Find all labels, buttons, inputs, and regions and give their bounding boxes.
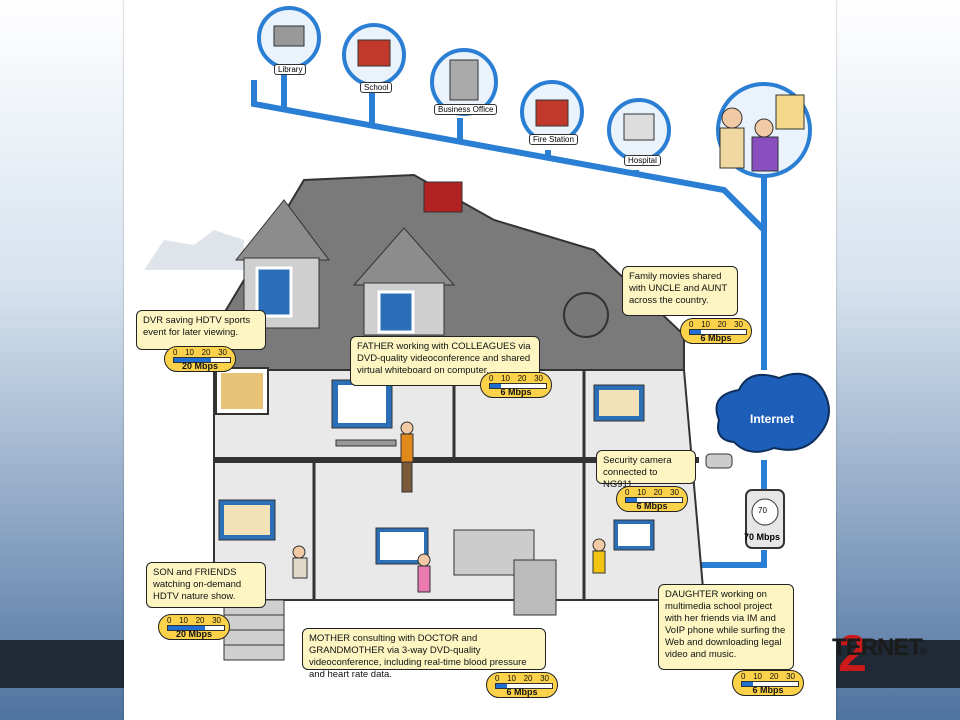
hospital-icon: [623, 113, 655, 141]
gauge-fill: [174, 358, 212, 362]
office-icon: [449, 59, 479, 101]
internet-label: Internet: [750, 412, 795, 426]
internet2-logo: 2 TERNET®: [830, 625, 927, 683]
fire-station-icon: [535, 99, 569, 127]
uncle-aunt-icon: [719, 94, 805, 172]
callout-mother: MOTHER consulting with DOCTOR and GRANDM…: [302, 628, 546, 680]
gauge-fill: [168, 626, 206, 630]
place-label-school: School: [360, 82, 393, 93]
meter-reading: 70: [758, 506, 767, 515]
house-illustration: [144, 6, 830, 661]
gauge-fill: [490, 384, 502, 388]
callout-security: Security camera connected to NG911.: [596, 450, 696, 490]
place-label-hospital: Hospital: [624, 155, 661, 166]
gauge-speed: 6 Mbps: [500, 387, 532, 397]
callout-dvr: DVR saving HDTV sports event for later v…: [136, 310, 266, 350]
gauge-fill: [690, 330, 702, 334]
logo-mark: ®: [920, 647, 927, 658]
chimney: [423, 181, 463, 213]
logo-numeral: 2: [838, 625, 867, 683]
callout-daughter: DAUGHTER working on multimedia school pr…: [658, 584, 794, 670]
gauge-speed: 6 Mbps: [752, 685, 784, 695]
place-label-fire-station: Fire Station: [529, 134, 578, 145]
security-camera-icon: [705, 453, 733, 469]
place-label-library: Library: [274, 64, 307, 75]
logo-text: TERNET: [832, 634, 923, 661]
school-icon: [357, 39, 391, 67]
library-icon: [273, 25, 305, 47]
people: [292, 421, 606, 593]
gauge-fill: [742, 682, 754, 686]
place-label-business-office: Business Office: [434, 104, 498, 115]
meter-speed: 70 Mbps: [744, 532, 781, 542]
callout-family: Family movies shared with UNCLE and AUNT…: [622, 266, 738, 316]
gauge-speed: 6 Mbps: [636, 501, 668, 511]
gauge-speed: 20 Mbps: [175, 629, 212, 639]
internet-cloud: [715, 372, 830, 453]
gauge-fill: [496, 684, 508, 688]
gauge-speed: 6 Mbps: [700, 333, 732, 343]
diagram-canvas: Library School Business Office Fire Stat…: [124, 0, 836, 720]
gauge-speed: 20 Mbps: [181, 361, 218, 371]
gauge-fill: [626, 498, 638, 502]
callout-father: FATHER working with COLLEAGUES via DVD-q…: [350, 336, 540, 386]
gauge-speed: 6 Mbps: [506, 687, 538, 697]
callout-son: SON and FRIENDS watching on-demand HDTV …: [146, 562, 266, 608]
